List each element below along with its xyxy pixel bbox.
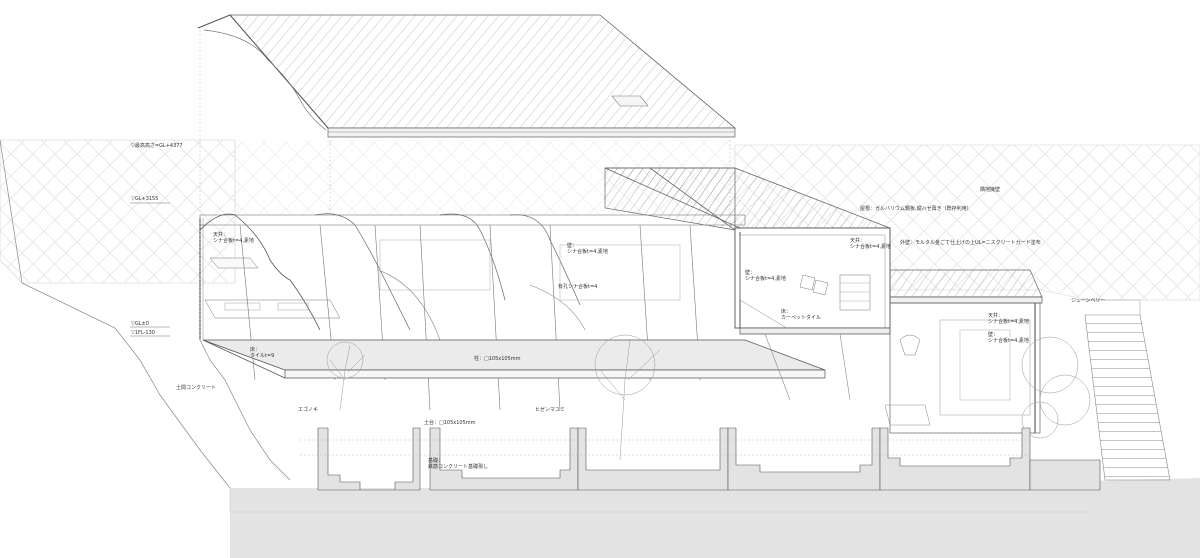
annotation-line: 床：: [781, 309, 792, 315]
annotation-line: 床：: [250, 347, 261, 353]
annotation-wall-far: 壁： シナ合板t=4,素地: [988, 332, 1029, 344]
far-right-room: [884, 302, 1041, 434]
annotation-line: 天井：: [213, 232, 229, 238]
level-1fl-130: ▽1FL-130: [131, 330, 155, 336]
annotation-line: シナ合板t=4,素地: [988, 338, 1029, 344]
level-max-height: ▽最高高さ=GL+4377: [131, 143, 183, 149]
guide-lines: [199, 30, 1030, 456]
dresser: [839, 274, 871, 311]
annotation-ceiling-right: 天井： シナ合板t=4,素地: [850, 238, 891, 250]
annotation-line: カーペットタイル: [781, 315, 822, 321]
annotation-column: 柱：□105x105mm: [474, 356, 521, 362]
exterior-stairs: [1080, 299, 1171, 481]
annotation-perforated: 有孔シナ合板t=4: [558, 284, 598, 290]
main-floor-slab: [202, 339, 826, 379]
annotation-foundation: 基礎： 鉄筋コンクリート基礎現し: [428, 458, 488, 470]
neighbor-wall-left: [0, 139, 236, 284]
annotation-ceiling-left: 天井： シナ合板t=4,素地: [213, 232, 254, 244]
annotation-line: シナ合板t=4,素地: [567, 249, 608, 255]
main-volume: [199, 213, 746, 411]
level-lines: [130, 202, 170, 337]
level-gl-0: ▽GL±0: [131, 321, 149, 327]
annotation-carpet: 床： カーペットタイル: [781, 309, 821, 321]
left-earth-slope: [0, 139, 291, 489]
annotation-juneberry: ジューンベリー: [1071, 298, 1106, 304]
annotation-earth-concrete: 土間コンクリート: [176, 385, 217, 391]
annotation-egonoki: エゴノキ: [298, 407, 319, 413]
annotation-line: 鉄筋コンクリート基礎現し: [428, 464, 489, 470]
annotation-line: シナ合板t=4,素地: [988, 319, 1029, 325]
annotation-retaining-wall: 隣地擁壁: [980, 187, 1001, 193]
trees: [326, 334, 1091, 461]
skylight: [611, 95, 649, 107]
annotation-roof: 屋根：ガルバリウム鋼板,縦ハゼ葺き（既存利用）: [860, 206, 972, 212]
annotation-line: シナ合板t=4,素地: [745, 276, 786, 282]
annotation-ceiling-far: 天井： シナ合板t=4,素地: [988, 313, 1029, 325]
pendant-lamp: [899, 334, 921, 356]
upper-right-room: [734, 227, 891, 401]
foundation: [229, 427, 1200, 558]
annotation-wall-right: 壁： シナ合板t=4,素地: [745, 270, 786, 282]
annotation-line: 壁：: [745, 270, 756, 276]
annotation-line: シナ合板t=4,素地: [213, 238, 254, 244]
annotation-wall-center: 壁： シナ合板t=4,素地: [567, 243, 608, 255]
annotation-line: 壁：: [988, 332, 999, 338]
level-gl-3155: ▽GL+3155: [131, 196, 159, 202]
secondary-roof: [604, 167, 1043, 304]
annotation-himeshara: ヒゼンマユミ: [535, 407, 566, 413]
annotation-floor-tile: 床： タイルt=9: [250, 347, 274, 359]
annotation-line: 基礎：: [428, 458, 444, 464]
annotation-line: シナ合板t=4,素地: [850, 244, 891, 250]
annotation-line: 壁：: [567, 243, 578, 249]
annotation-exterior-wall: 外壁：モルタル金ごて仕上げの上UL=ニスクリートガード塗布: [900, 240, 1041, 246]
annotation-line: 天井：: [988, 313, 1004, 319]
annotation-line: 天井：: [850, 238, 866, 244]
main-roof: [197, 14, 737, 138]
annotation-line: タイルt=9: [250, 353, 275, 359]
annotation-sill: 土台：□105x105mm: [424, 420, 476, 426]
